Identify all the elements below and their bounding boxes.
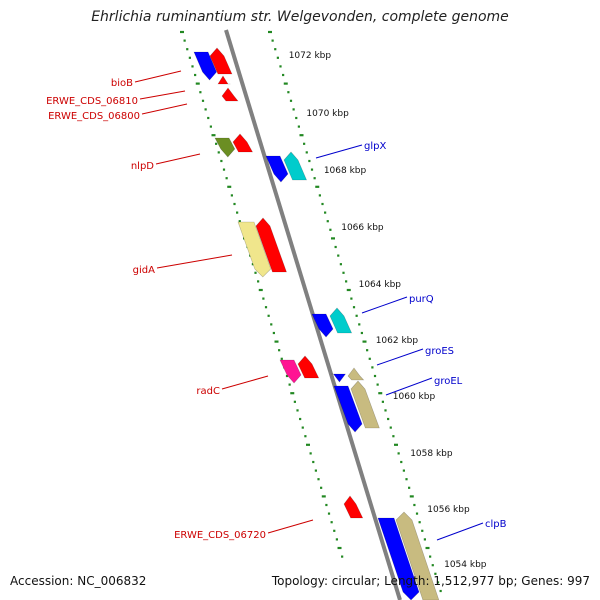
gene-block-groEL [350,380,380,429]
gene-block-radC [297,355,320,379]
scale-label: 1072 kbp [289,51,332,61]
scale-labels: 1072 kbp 1070 kbp 1068 kbp 1066 kbp 1064 kbp… [289,51,487,570]
right-tick-track [268,30,442,593]
map-title: Ehrlichia ruminantium str. Welgevonden, … [91,9,509,25]
scale-label: 1068 kbp [324,166,367,176]
gene-block-glpX-blue [265,155,289,183]
gene-block-clpB-blue [377,517,420,600]
leader-line [361,296,408,314]
gene-block-purQ-blue [311,313,334,338]
leader-line [221,375,269,390]
gene-label-left: ERWE_CDS_06810 [46,96,138,107]
gene-block-glpX [283,151,308,181]
gene-label-right: groEL [434,376,463,387]
topology-summary: Topology: circular; Length: 1,512,977 bp… [271,574,590,588]
leader-line [139,90,186,100]
leader-line [385,377,433,396]
scale-label: 1056 kbp [427,505,470,515]
gene-block-nlpD [232,133,254,153]
scale-label: 1058 kbp [410,449,453,459]
gene-block-groEL-blue [333,385,363,433]
leader-line [141,103,188,115]
gene-block-gidA [255,217,287,273]
gene-block-purQ [329,307,353,334]
scale-label: 1070 kbp [306,109,349,119]
gene-block-nlpD-olive [214,137,236,158]
scale-label: 1060 kbp [393,392,436,402]
gene-block-erwe-06720 [343,495,364,519]
leader-line [436,522,484,541]
gene-label-right: purQ [409,294,434,305]
gene-label-left: bioB [111,78,133,89]
gene-label-left: ERWE_CDS_06720 [174,530,266,541]
gene-block-gidA-yellow [237,221,272,278]
gene-label-left: gidA [133,265,155,276]
leader-line [134,70,182,83]
gene-block-clpB [395,511,440,600]
gene-block-groES [347,367,365,381]
gene-label-right: groES [425,346,454,357]
gene-block-erwe-06800 [221,87,239,102]
gene-block-bioB-blue [193,51,217,81]
scale-label: 1062 kbp [376,336,419,346]
left-tick-track [180,30,344,558]
leader-line [315,144,363,159]
gene-label-left: ERWE_CDS_06800 [48,111,140,122]
leader-line [155,153,201,165]
gene-label-left: radC [196,386,220,397]
scale-label: 1064 kbp [359,280,402,290]
scale-label: 1054 kbp [444,560,487,570]
leader-line [376,348,424,366]
leader-line [267,519,314,534]
gene-block-radC-magenta [279,359,302,384]
scale-label: 1066 kbp [341,223,384,233]
label-leader-lines [134,70,484,541]
gene-label-right: glpX [364,141,386,152]
gene-features [193,47,440,600]
gene-block-groES-blue [331,373,347,383]
accession-label: Accession: NC_006832 [10,574,147,588]
gene-block-bioB [209,47,233,75]
gene-label-right: clpB [485,519,507,530]
gene-block-erwe-06810 [217,75,231,85]
gene-label-left: nlpD [131,161,154,172]
leader-line [156,254,233,269]
